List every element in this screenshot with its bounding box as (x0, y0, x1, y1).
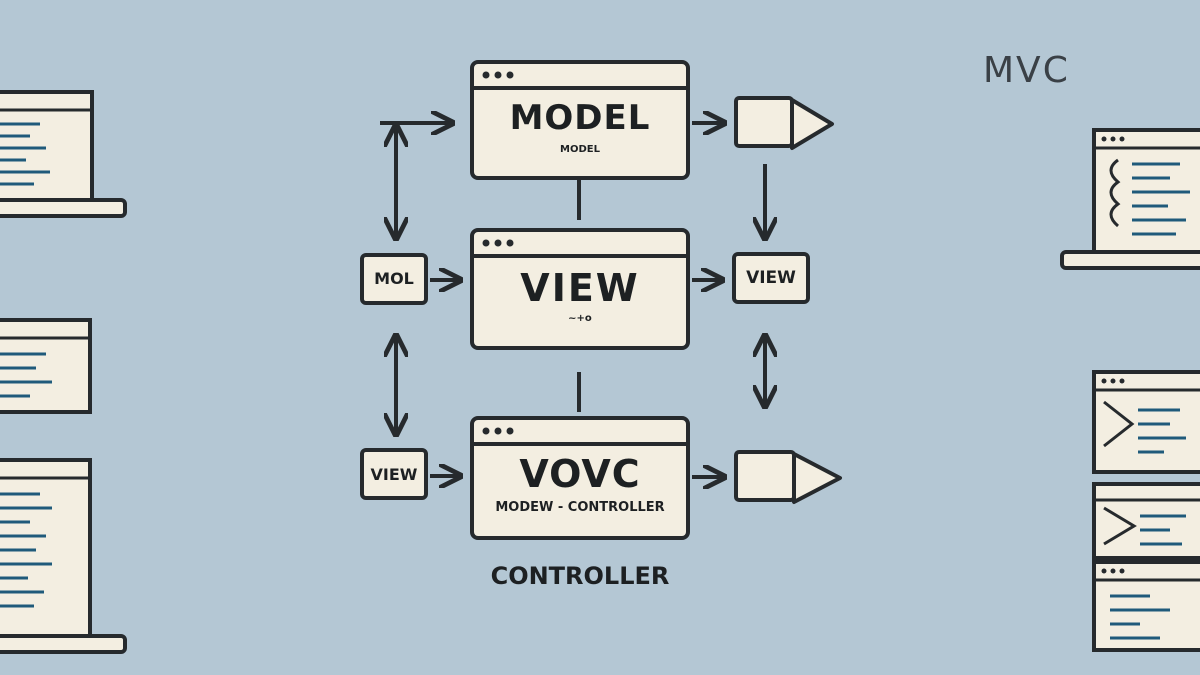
view-block (470, 228, 690, 350)
side-box-view-left (360, 448, 428, 500)
window-dot-icon (482, 427, 490, 435)
model-title: MODEL (509, 98, 651, 138)
model-block (470, 60, 690, 180)
view-subtitle: ~+o (568, 313, 592, 324)
window-dot-icon (506, 71, 514, 79)
window-icon (1092, 560, 1200, 652)
side-box-view-right (732, 252, 810, 304)
corner-mvc-label: MVC (983, 50, 1070, 91)
side-box-view-right-label: VIEW (746, 268, 796, 288)
model-subtitle: MODEL (560, 144, 600, 155)
output-arrow-shape-bottom (734, 450, 842, 504)
window-dot-icon (482, 239, 490, 247)
window-dot-icon (494, 239, 502, 247)
window-dot-icon (506, 427, 514, 435)
window-dot-icon (494, 427, 502, 435)
window-dot-icon (482, 71, 490, 79)
side-box-mol-label: MOL (374, 269, 414, 288)
controller-caption: CONTROLLER (490, 562, 670, 590)
window-dot-icon (506, 239, 514, 247)
controller-subtitle: MODEW - CONTROLLER (495, 500, 665, 515)
window-dot-icon (494, 71, 502, 79)
controller-block (470, 416, 690, 540)
side-box-view-left-label: VIEW (370, 465, 418, 484)
laptop-icon (0, 90, 127, 218)
view-title: VIEW (520, 266, 640, 310)
window-icon (1092, 482, 1200, 560)
window-icon (1092, 370, 1200, 474)
window-icon (0, 318, 92, 414)
laptop-icon (1060, 128, 1200, 270)
output-arrow-shape-top (734, 96, 834, 150)
laptop-icon (0, 458, 127, 654)
side-box-mol (360, 253, 428, 305)
controller-title: VOVC (519, 452, 641, 496)
